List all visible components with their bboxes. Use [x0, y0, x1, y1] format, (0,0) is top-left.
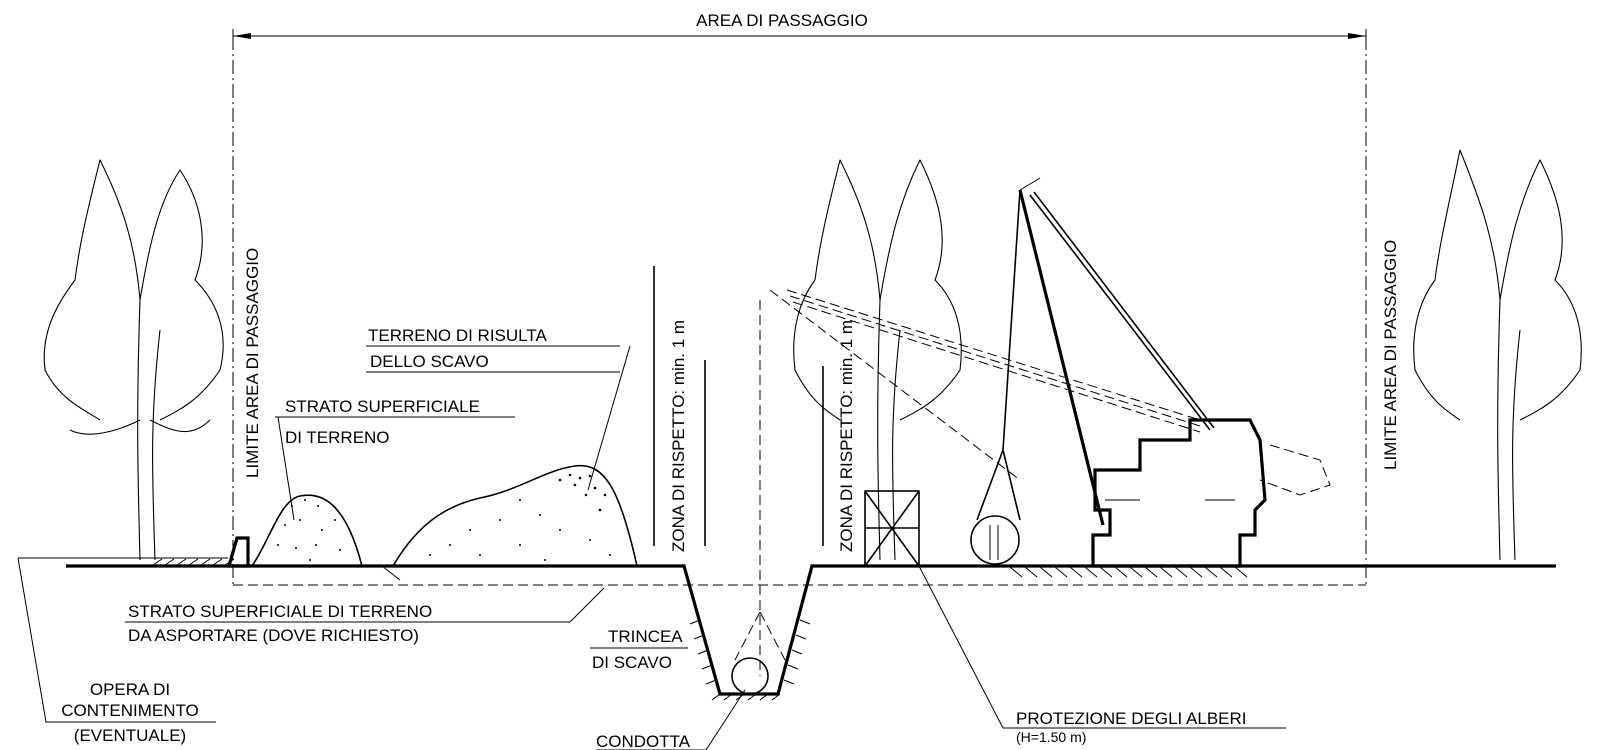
condotta-label: CONDOTTA: [596, 732, 691, 750]
pipe-in-trench: [731, 300, 786, 695]
passage-area-dimension: AREA DI PASSAGGIO: [232, 11, 1367, 44]
protezione-line2: (H=1.50 m): [1016, 729, 1086, 745]
callout-protezione-alberi: PROTEZIONE DEGLI ALBERI (H=1.50 m): [918, 565, 1286, 745]
terreno-risulta-line1: TERRENO DI RISULTA: [368, 326, 547, 345]
strato-asportare-line1: STRATO SUPERFICIALE DI TERRENO: [128, 602, 432, 621]
strato-asportare-line2: DA ASPORTARE (DOVE RICHIESTO): [128, 626, 419, 645]
topsoil-pile: [251, 494, 363, 567]
area-di-passaggio-label: AREA DI PASSAGGIO: [696, 11, 868, 30]
opera-line3: (EVENTUALE): [74, 726, 186, 745]
pipelayer-machine: [769, 177, 1331, 568]
strato-superficiale-line1: STRATO SUPERFICIALE: [285, 397, 480, 416]
trincea-line1: TRINCEA: [608, 627, 683, 646]
zona-rispetto-left-label: ZONA DI RISPETTO: min. 1 m: [669, 320, 688, 552]
limit-left-label: LIMITE AREA DI PASSAGGIO: [243, 248, 262, 478]
limit-right-label: LIMITE AREA DI PASSAGGIO: [1381, 240, 1400, 470]
tree-left: [43, 159, 224, 561]
opera-line2: CONTENIMENTO: [61, 701, 199, 720]
containment-wall: [226, 536, 250, 568]
terreno-risulta-line2: DELLO SCAVO: [370, 352, 489, 371]
trincea-line2: DI SCAVO: [592, 653, 672, 672]
suspended-pipe: [970, 449, 1021, 565]
tree-middle: [793, 159, 962, 561]
passage-limit-lines: [232, 36, 1367, 586]
callout-strato-asportare: STRATO SUPERFICIALE DI TERRENO DA ASPORT…: [125, 565, 605, 645]
callout-strato-superficiale: STRATO SUPERFICIALE DI TERRENO: [275, 397, 515, 521]
tree-protection-frame: [864, 490, 920, 567]
opera-line1: OPERA DI: [90, 680, 170, 699]
callout-opera-contenimento: OPERA DI CONTENIMENTO (EVENTUALE): [17, 557, 228, 745]
protezione-line1: PROTEZIONE DEGLI ALBERI: [1016, 709, 1247, 728]
strato-superficiale-line2: DI TERRENO: [285, 428, 390, 447]
tree-right: [1413, 149, 1582, 561]
callout-condotta: CONDOTTA: [596, 689, 746, 750]
callout-trincea: TRINCEA DI SCAVO: [590, 627, 688, 672]
callout-terreno-di-risulta: TERRENO DI RISULTA DELLO SCAVO: [366, 326, 631, 491]
zona-rispetto-right-label: ZONA DI RISPETTO: min. 1 m: [837, 320, 856, 552]
excavation-spoil-pile: [392, 464, 638, 567]
